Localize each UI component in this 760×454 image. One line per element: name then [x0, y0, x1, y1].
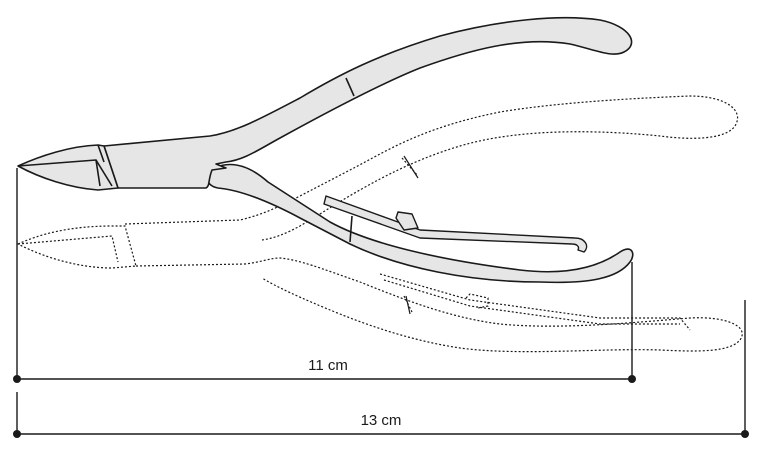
- dimension-guides: [16, 168, 746, 434]
- upper-handle: [103, 16, 633, 189]
- dimension-end-dot: [741, 430, 749, 438]
- dimension-line-11cm: [13, 375, 636, 383]
- dimension-label-13cm: 13 cm: [354, 412, 408, 430]
- spring: [323, 195, 588, 253]
- blade: [17, 144, 119, 191]
- dimension-line-13cm: [13, 430, 749, 438]
- dimension-end-dot: [13, 375, 21, 383]
- dimension-label-11cm: 11 cm: [302, 357, 354, 375]
- lower-handle: [206, 163, 634, 284]
- dimension-end-dot: [13, 430, 21, 438]
- dimension-end-dot: [628, 375, 636, 383]
